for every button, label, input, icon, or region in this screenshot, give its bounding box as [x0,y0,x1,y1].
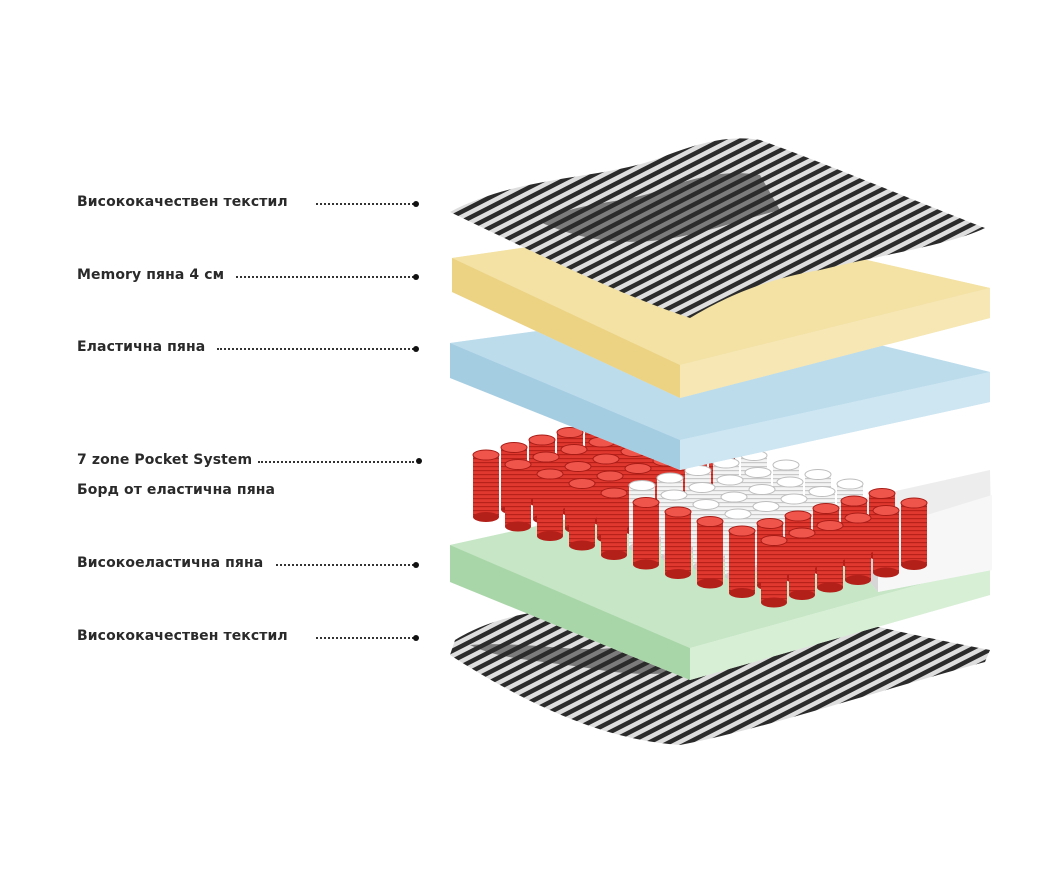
spring-coil-base [505,521,531,532]
spring-coil-top [568,478,596,489]
spring-coil-top [500,442,528,453]
bottom-textile-dot [413,635,419,641]
spring-coil-base [697,578,723,589]
spring-coil-top [664,506,692,518]
spring-coil-top [872,505,900,516]
memory-foam-label: Memory пяна 4 см [77,267,225,283]
red-spring-coil [537,474,563,536]
spring-coil-top [564,461,592,472]
spring-coil-base [817,582,843,593]
spring-coil-base [845,575,871,585]
spring-coil-top [788,527,816,539]
spring-coil-top [716,474,744,486]
spring-coil-base [569,540,595,551]
red-spring-coil [665,512,691,574]
spring-coil-top [760,535,788,546]
spring-coil-top [504,459,532,470]
red-spring-coil [633,502,659,565]
spring-coil-top [836,478,864,490]
spring-coil-top [756,518,784,529]
bottom-textile-label: Висококачествен текстил [77,628,288,644]
spring-coil-base [761,597,787,608]
red-spring-coil [729,531,755,593]
red-spring-coil [761,540,787,603]
spring-coil-base [537,531,563,541]
red-spring-coil [845,518,871,580]
red-spring-coil [873,510,899,573]
spring-coil-top [724,508,752,520]
red-spring-coil [473,455,499,517]
spring-coil-base [633,559,659,570]
high-elastic-foam-leader [276,564,414,566]
spring-coil-top [808,486,836,497]
spring-coil-base [729,588,755,598]
spring-coil-top [628,480,656,491]
spring-coil-top [804,469,832,480]
spring-coil-top [752,501,780,512]
spring-coil-top [776,476,804,488]
spring-coil-base [789,590,815,600]
spring-coil-top [692,499,720,510]
elastic-foam-leader [217,348,414,350]
spring-coil-top [812,503,840,514]
spring-coil-top [656,472,684,484]
spring-coil-top [660,489,688,501]
top-textile-layer [450,138,985,318]
pocket-system-label: 7 zone Pocket System [77,452,253,468]
spring-coil-top [596,470,624,482]
top-textile-leader [316,203,414,205]
red-spring-coil [901,503,927,565]
spring-coil-top [556,427,584,438]
pocket-system-leader [258,461,414,463]
spring-coil-top [744,467,772,478]
spring-coil-top [728,525,756,537]
red-spring-coil [697,521,723,584]
pocket-system-dot [416,458,422,464]
elastic-foam-label: Еластична пяна [77,339,206,355]
red-spring-coil [505,464,531,527]
memory-foam-dot [413,274,419,280]
spring-coil-base [601,550,627,560]
spring-coil-top [472,449,500,461]
spring-coil-top [696,516,724,527]
spring-coil-top [780,493,808,505]
red-spring-coil [601,493,627,555]
spring-coil-base [665,569,691,579]
spring-coil-top [532,451,560,463]
spring-coil-base [901,560,927,570]
spring-coil-top [844,512,872,524]
spring-coils [472,412,928,608]
high-elastic-foam-label: Високоеластична пяна [77,555,264,571]
spring-coil-top [528,434,556,446]
spring-coil-base [473,512,499,522]
spring-coil-top [816,520,844,531]
memory-foam-leader [236,276,414,278]
spring-coil-top [748,484,776,495]
high-elastic-foam-dot [413,562,419,568]
spring-coil-top [772,459,800,471]
bottom-textile-leader [316,637,414,639]
spring-coil-top [688,482,716,493]
red-spring-coil [569,483,595,546]
elastic-foam-dot [413,346,419,352]
spring-coil-top [592,453,620,465]
spring-coil-top [624,463,652,474]
spring-coil-top [560,444,588,455]
spring-coil-top [784,510,812,522]
spring-coil-top [840,495,868,507]
red-spring-coil [789,533,815,595]
top-textile-dot [413,201,419,207]
spring-coil-top [900,497,928,509]
spring-coil-top [632,497,660,508]
spring-coil-top [600,487,628,499]
spring-coil-base [873,567,899,578]
spring-coil-top [868,488,896,499]
spring-coil-top [720,491,748,503]
border-label: Борд от еластична пяна [77,482,276,498]
red-spring-coil [817,525,843,588]
spring-coil-top [536,468,564,480]
top-textile-label: Висококачествен текстил [77,194,288,210]
